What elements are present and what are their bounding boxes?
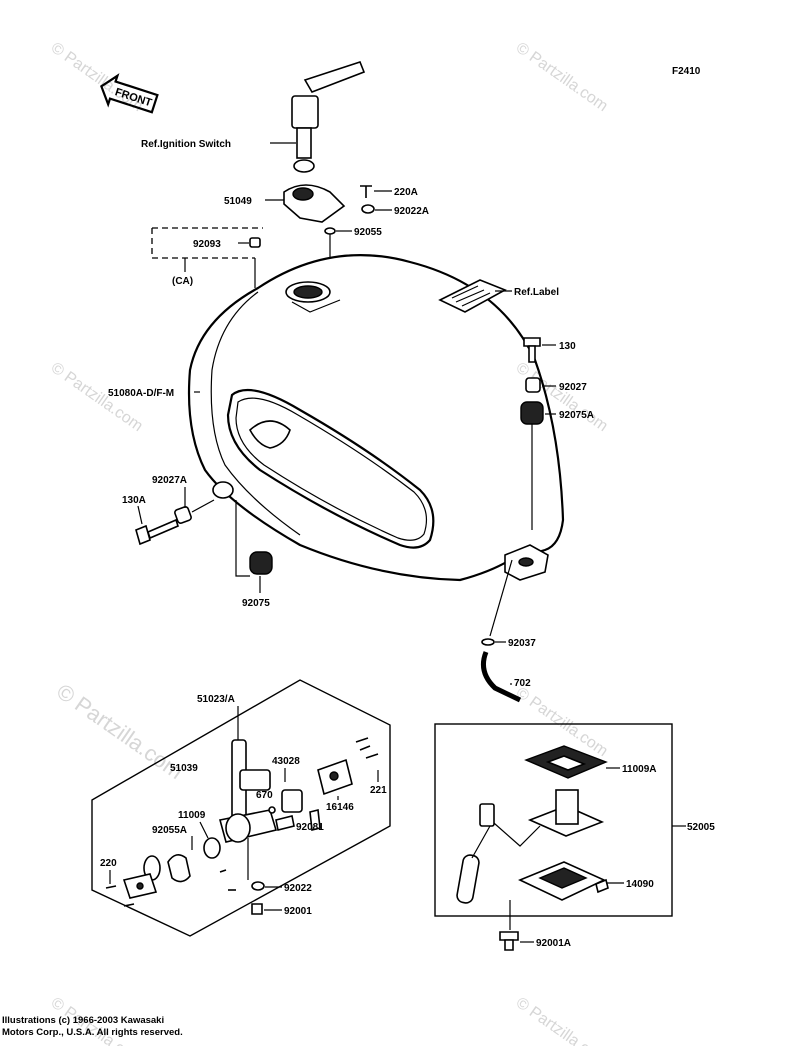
copyright-line-2: Motors Corp., U.S.A. All rights reserved… [2, 1027, 183, 1038]
bolt-130-icon [523, 337, 541, 363]
label-130: 130 [559, 341, 576, 352]
label-92037: 92037 [508, 638, 536, 649]
copyright-line-1: Illustrations (c) 1966-2003 Kawasaki [2, 1015, 165, 1026]
label-92001A: 92001A [536, 938, 571, 949]
label-92055: 92055 [354, 227, 382, 238]
cover-plate-icon [317, 758, 353, 796]
label-43028: 43028 [272, 756, 300, 767]
label-92055A: 92055A [152, 825, 187, 836]
label-670: 670 [256, 790, 273, 801]
label-51080: 51080A-D/F-M [108, 388, 174, 399]
label-92093: 92093 [193, 239, 221, 250]
label-ref-ignition: Ref.Ignition Switch [141, 139, 231, 150]
label-130A: 130A [122, 495, 146, 506]
label-92027: 92027 [559, 382, 587, 393]
label-14090: 14090 [626, 879, 654, 890]
label-plate-icon [438, 279, 507, 313]
copyright-footer: Illustrations (c) 1966-2003 Kawasaki Mot… [2, 1015, 183, 1039]
bolt-130A-icon [135, 518, 179, 546]
label-92081: 92081 [296, 822, 324, 833]
label-92027A: 92027A [152, 475, 187, 486]
label-92022A: 92022A [394, 206, 429, 217]
label-220: 220 [100, 858, 117, 869]
bolt-92001A-icon [499, 931, 519, 951]
fuel-sender-icon [456, 789, 605, 904]
label-92075: 92075 [242, 598, 270, 609]
label-702: 702 [514, 678, 531, 689]
label-51023: 51023/A [197, 694, 235, 705]
label-51049: 51049 [224, 196, 252, 207]
label-220A: 220A [394, 187, 418, 198]
label-16146: 16146 [326, 802, 354, 813]
filler-cap-icon [283, 184, 346, 223]
watermark-8: © Partzilla.com [513, 994, 611, 1046]
petcock-group-box [91, 679, 391, 937]
label-11009A: 11009A [622, 764, 656, 775]
label-52005: 52005 [687, 822, 715, 833]
sender-group-box [434, 723, 673, 917]
label-92001: 92001 [284, 906, 312, 917]
label-221: 221 [370, 785, 387, 796]
figure-code: F2410 [672, 66, 701, 77]
label-ca: (CA) [172, 276, 193, 287]
ignition-key-icon [291, 61, 366, 173]
label-92022: 92022 [284, 883, 312, 894]
label-51039: 51039 [170, 763, 198, 774]
watermark-2: © Partzilla.com [48, 39, 146, 115]
label-11009: 11009 [178, 810, 206, 821]
gasket-11009A-icon [524, 745, 608, 779]
label-92075A: 92075A [559, 410, 594, 421]
petcock-icon [219, 739, 295, 843]
watermark-1: © Partzilla.com [513, 39, 611, 115]
fuel-tank-icon [187, 253, 565, 582]
watermark-5: © Partzilla.com [52, 679, 188, 785]
label-ref-label: Ref.Label [514, 287, 559, 298]
lever-icon [122, 854, 191, 899]
pump-base-14090-icon [518, 861, 609, 901]
